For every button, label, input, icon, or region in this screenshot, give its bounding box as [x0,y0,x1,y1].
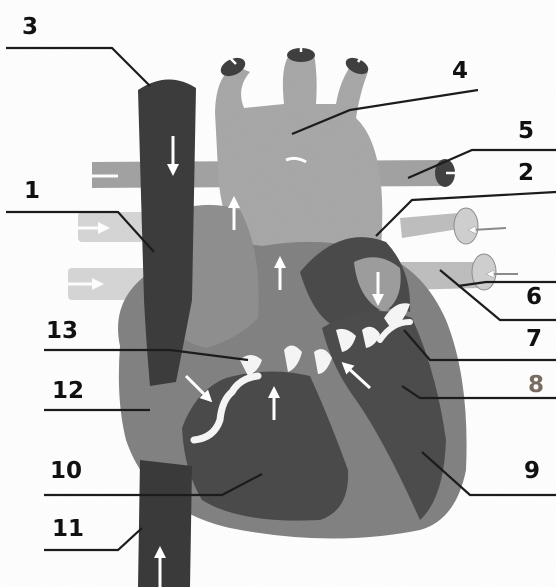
label-7: 7 [526,326,542,352]
label-10: 10 [50,458,82,484]
label-13: 13 [46,318,78,344]
label-2: 2 [518,160,534,186]
label-8: 8 [528,372,544,398]
label-6: 6 [526,284,542,310]
label-1: 1 [24,178,40,204]
label-9: 9 [524,458,540,484]
label-4: 4 [452,58,468,84]
label-12: 12 [52,378,84,404]
label-3: 3 [22,14,38,40]
label-5: 5 [518,118,534,144]
label-11: 11 [52,516,84,542]
